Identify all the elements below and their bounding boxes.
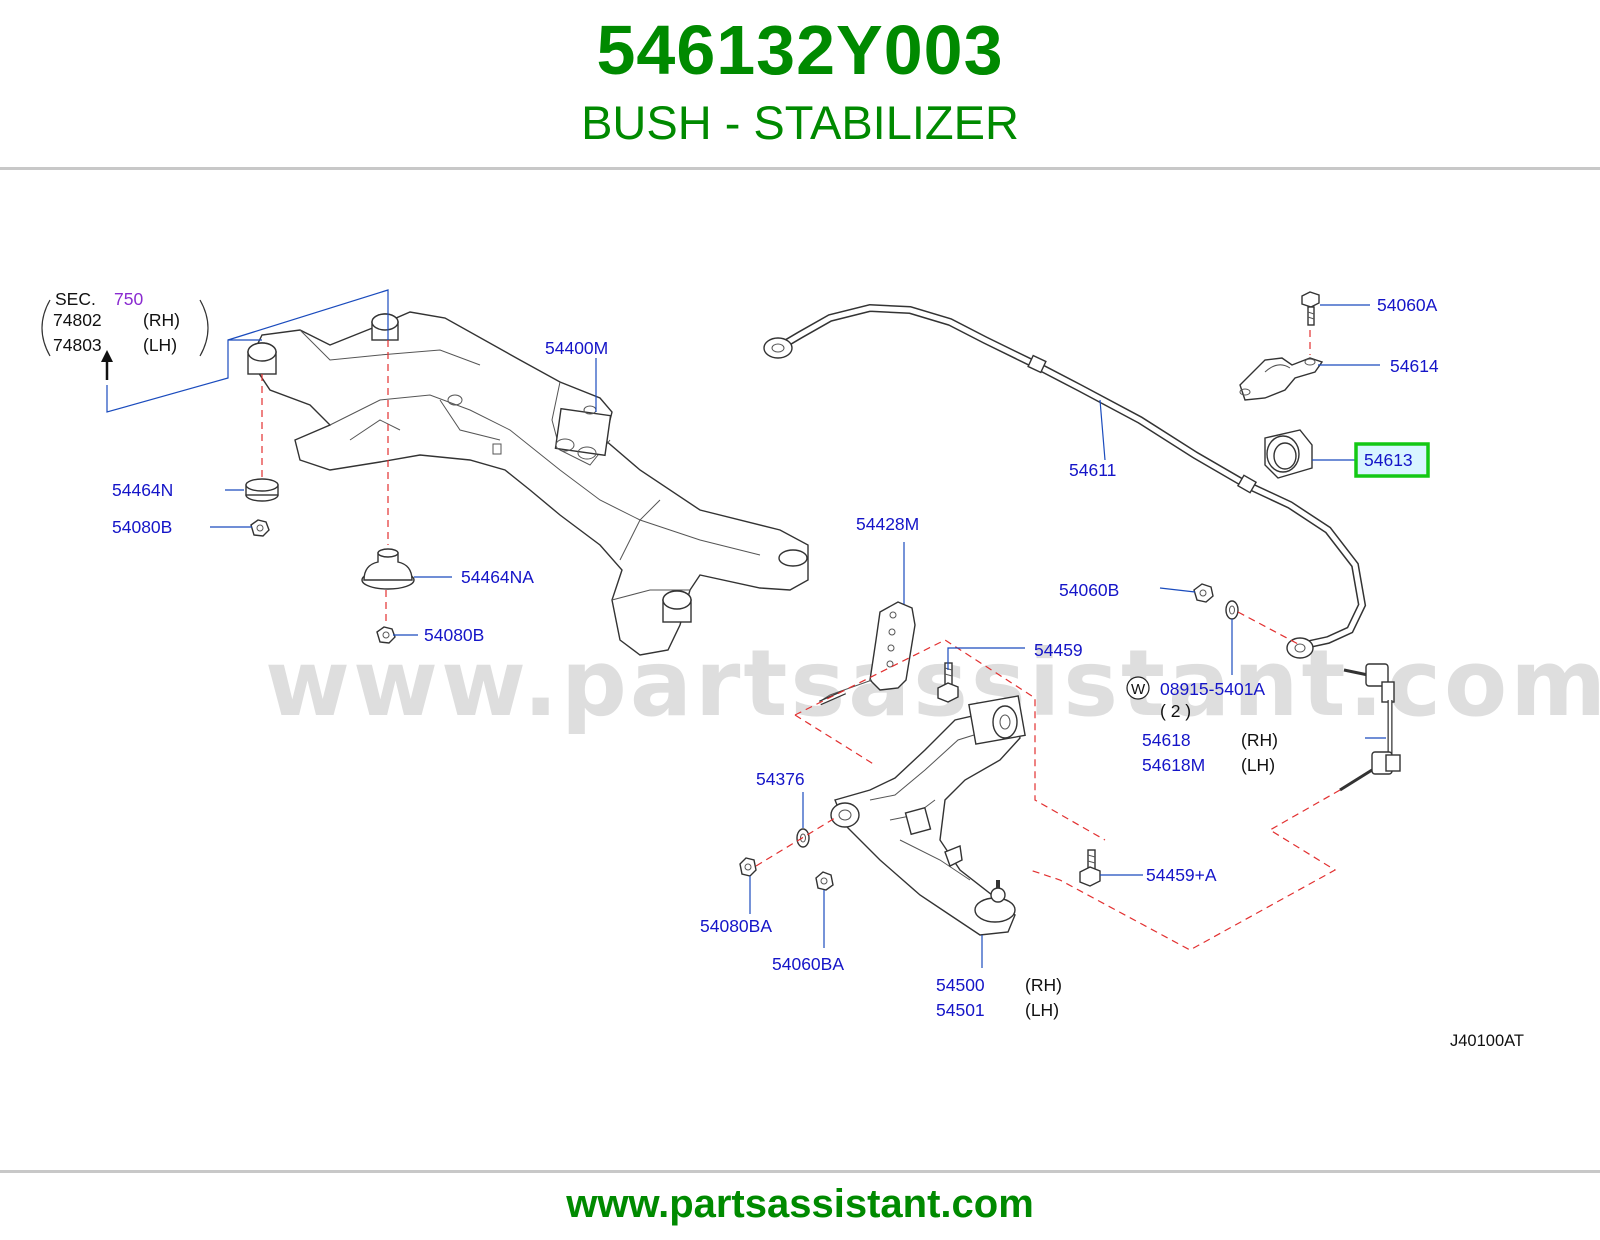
sec-rh-number: 74802 bbox=[53, 310, 102, 330]
callout-54501-side: (LH) bbox=[1025, 1000, 1059, 1020]
arm-bolt bbox=[937, 662, 959, 703]
callout-54080BA[interactable]: 54080BA bbox=[700, 916, 772, 936]
callout-54080B-lower[interactable]: 54080B bbox=[424, 625, 484, 645]
bracket-bolt bbox=[1301, 291, 1320, 326]
sec-lh-number: 74803 bbox=[53, 335, 102, 355]
callout-54613-highlighted[interactable]: 54613 bbox=[1364, 450, 1413, 470]
lower-control-arm bbox=[830, 695, 1026, 936]
washer-mark-icon bbox=[1126, 676, 1150, 700]
diagram-watermark: www.partsassistant.com bbox=[265, 630, 1600, 737]
callout-54428M[interactable]: 54428M bbox=[856, 514, 919, 534]
callout-54080B-upper[interactable]: 54080B bbox=[112, 517, 172, 537]
link-bracket bbox=[818, 601, 916, 706]
callout-54060BA[interactable]: 54060BA bbox=[772, 954, 844, 974]
stabilizer-bushing bbox=[1264, 429, 1313, 479]
diagram-code: J40100AT bbox=[1450, 1032, 1524, 1050]
sec-paren-right bbox=[199, 299, 209, 357]
subframe-crossmember bbox=[247, 311, 809, 656]
arm-nut-rear bbox=[815, 871, 834, 891]
sec-paren-left bbox=[41, 299, 51, 357]
callout-54614[interactable]: 54614 bbox=[1390, 356, 1439, 376]
callout-54618[interactable]: 54618 bbox=[1142, 730, 1191, 750]
callout-54464N[interactable]: 54464N bbox=[112, 480, 173, 500]
callout-54501[interactable]: 54501 bbox=[936, 1000, 985, 1020]
mount-bushing-lower bbox=[361, 548, 415, 590]
callout-54060B[interactable]: 54060B bbox=[1059, 580, 1119, 600]
callout-54459A[interactable]: 54459+A bbox=[1146, 865, 1217, 885]
callout-54618M[interactable]: 54618M bbox=[1142, 755, 1205, 775]
sec-label: SEC. bbox=[55, 289, 96, 309]
part-number-title: 546132Y003 bbox=[596, 11, 1004, 89]
link-nut bbox=[1193, 583, 1214, 603]
mount-nut-lower bbox=[376, 626, 396, 644]
sec-leader-line bbox=[106, 289, 389, 413]
sec-lh-side: (LH) bbox=[143, 335, 177, 355]
dash-arm-nut bbox=[755, 817, 836, 867]
mount-nut-upper bbox=[250, 519, 270, 537]
stabilizer-bracket bbox=[1239, 357, 1324, 401]
stabilizer-bar bbox=[763, 303, 1367, 659]
arm-bolt-rear bbox=[1079, 849, 1101, 887]
callout-54376[interactable]: 54376 bbox=[756, 769, 805, 789]
link-washer bbox=[1225, 600, 1239, 620]
mount-bushing-upper bbox=[245, 478, 279, 502]
dash-arm-box-left bbox=[794, 714, 876, 766]
callout-54618-side: (RH) bbox=[1241, 730, 1278, 750]
callout-54060A[interactable]: 54060A bbox=[1377, 295, 1438, 315]
arm-washer bbox=[796, 828, 810, 848]
stabilizer-link bbox=[1339, 663, 1401, 792]
section-reference: SEC. 750 74802 (RH) 74803 (LH) bbox=[41, 289, 389, 413]
callout-54464NA[interactable]: 54464NA bbox=[461, 567, 534, 587]
page-header: 546132Y003 BUSH - STABILIZER bbox=[0, 0, 1600, 168]
callout-54500[interactable]: 54500 bbox=[936, 975, 985, 995]
callout-54459[interactable]: 54459 bbox=[1034, 640, 1083, 660]
highlight-box bbox=[1354, 442, 1430, 478]
footer-divider bbox=[0, 1170, 1600, 1173]
leader-lines bbox=[210, 304, 1386, 968]
footer-site-link[interactable]: www.partsassistant.com bbox=[566, 1182, 1034, 1226]
diagram-panel bbox=[0, 270, 1600, 1075]
sec-arrow-icon bbox=[101, 350, 113, 362]
arm-nut-front bbox=[739, 857, 757, 877]
sec-number-link[interactable]: 750 bbox=[114, 289, 143, 309]
callout-54618M-side: (LH) bbox=[1241, 755, 1275, 775]
part-name-subtitle: BUSH - STABILIZER bbox=[581, 96, 1019, 149]
callout-54611[interactable]: 54611 bbox=[1069, 460, 1116, 480]
header-divider bbox=[0, 167, 1600, 170]
washer-mark-letter: W bbox=[1131, 681, 1146, 698]
callout-08915-qty: ( 2 ) bbox=[1160, 701, 1191, 721]
sec-rh-side: (RH) bbox=[143, 310, 180, 330]
callout-54400M[interactable]: 54400M bbox=[545, 338, 608, 358]
callout-08915-5401A[interactable]: 08915-5401A bbox=[1160, 679, 1265, 699]
callout-54500-side: (RH) bbox=[1025, 975, 1062, 995]
dash-arm-box-top bbox=[794, 639, 1106, 841]
